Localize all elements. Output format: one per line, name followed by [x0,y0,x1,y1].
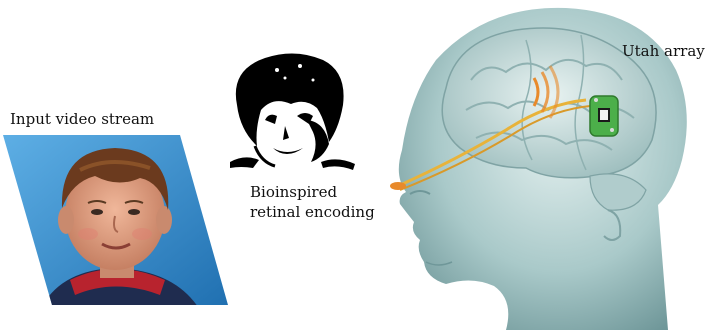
utah-array-label: Utah array [622,42,705,60]
retinal-encoding-label: Bioinspired retinal encoding [250,182,375,222]
input-video-label: Input video stream [10,110,154,128]
utah-array-implant [590,96,618,136]
retinal-silhouette [225,50,360,175]
retinal-label-line2: retinal encoding [250,202,375,222]
retinal-label-line1: Bioinspired [250,182,375,202]
input-photo [0,130,230,310]
